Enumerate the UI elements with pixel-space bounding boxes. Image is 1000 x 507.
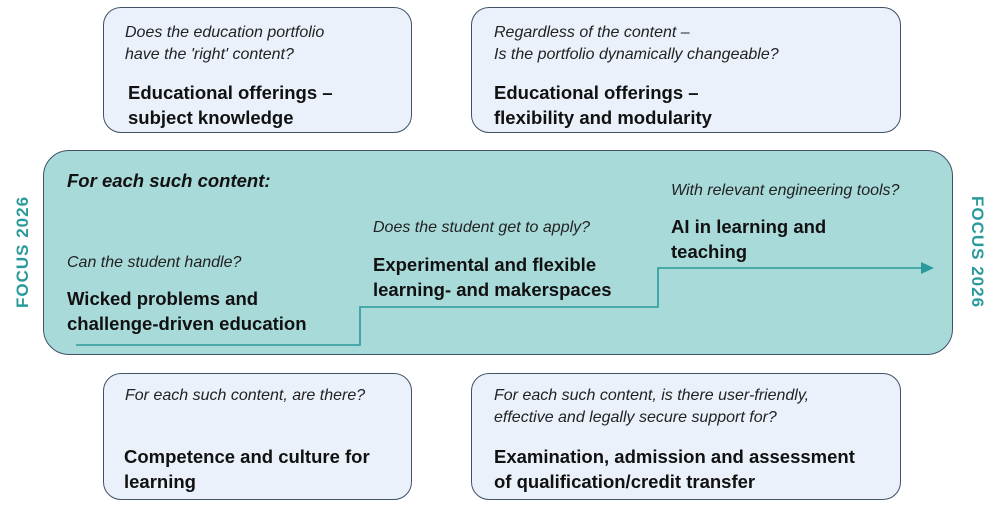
band-heading: For each such content: [67, 170, 271, 191]
step-title-3: AI in learning and teaching [671, 216, 827, 262]
card-title: Competence and culture for learning [124, 446, 370, 492]
card-flexibility-modularity: Regardless of the content – Is the portf… [471, 7, 901, 133]
arrow-head-icon [921, 262, 934, 274]
card-competence-culture: For each such content, are there? Compet… [103, 373, 412, 500]
focus-label-left: FOCUS 2026 [13, 195, 32, 309]
focus-label-right: FOCUS 2026 [968, 195, 987, 309]
card-title: Examination, admission and assessment of… [494, 446, 855, 492]
step-title-2: Experimental and flexible learning- and … [373, 254, 612, 300]
card-question: Regardless of the content – Is the portf… [494, 24, 779, 63]
card-title: Educational offerings – subject knowledg… [128, 82, 333, 128]
card-title: Educational offerings – flexibility and … [494, 82, 712, 128]
focus-band [43, 150, 953, 355]
step-question-2: Does the student get to apply? [373, 219, 591, 236]
staircase-line [76, 267, 925, 346]
card-question: Does the education portfolio have the 'r… [125, 24, 325, 63]
card-question: For each such content, is there user-fri… [494, 387, 810, 426]
card-examination-assessment: For each such content, is there user-fri… [471, 373, 901, 500]
step-question-3: With relevant engineering tools? [671, 182, 900, 199]
card-question: For each such content, are there? [125, 387, 366, 404]
step-title-1: Wicked problems and challenge-driven edu… [67, 288, 307, 334]
step-question-1: Can the student handle? [67, 254, 242, 271]
card-subject-knowledge: Does the education portfolio have the 'r… [103, 7, 412, 133]
